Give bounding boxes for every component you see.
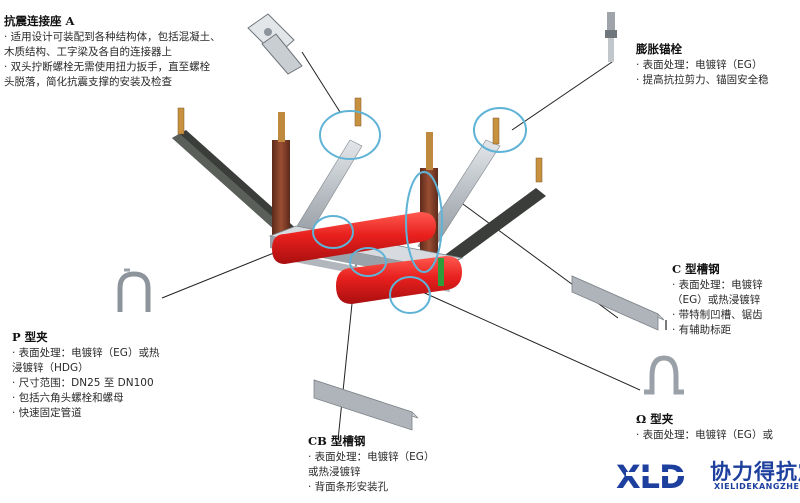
callout-line: 木质结构、工字梁及各自的连接器上 <box>4 46 172 58</box>
callout-line: · 带特制凹槽、锯齿 <box>672 309 763 321</box>
callout-line: · 表面处理：电镀锌（EG） <box>308 451 435 463</box>
callout-cb-channel: CB 型槽钢 · 表面处理：电镀锌（EG） 或热浸镀锌 · 背面条形安装孔 <box>308 434 434 495</box>
brand-logo: 协力得抗震 XIELIDEKANGZHEN <box>614 452 800 500</box>
callout-line: · 包括六角头螺栓和螺母 <box>12 392 124 404</box>
expansion-bolt-part <box>605 12 617 62</box>
callout-line: （EG）或热浸镀锌 <box>672 294 761 306</box>
callout-line: · 适用设计可装配到各种结构体，包括混凝土、 <box>4 31 221 43</box>
callout-line: · 背面条形安装孔 <box>308 481 389 493</box>
callout-line: · 提高抗拉剪力、锚固安全稳 <box>636 74 769 86</box>
callout-line: 或热浸镀锌 <box>308 466 361 478</box>
cb-channel-part <box>313 379 419 431</box>
p-clamp-part <box>117 268 151 312</box>
highlight-circles <box>312 107 527 314</box>
callout-anchor-connector-a: 抗震连接座 A · 适用设计可装配到各种结构体，包括混凝土、 木质结构、工字梁及… <box>4 14 221 90</box>
callout-line: · 有辅助标距 <box>672 324 732 336</box>
hanger-rod-left <box>272 112 290 240</box>
dark-brace-left <box>172 130 300 240</box>
callout-line: · 表面处理：电镀锌 <box>672 279 763 291</box>
brand-name-en: XIELIDEKANGZHEN <box>714 482 800 491</box>
green-pipe-band <box>438 258 444 286</box>
callout-expansion-bolt: 膨胀锚栓 · 表面处理：电镀锌（EG） · 提高抗拉剪力、锚固安全稳 <box>636 42 769 88</box>
callout-line: · 表面处理：电镀锌（EG） <box>636 59 763 71</box>
callout-line: · 双头拧断螺栓无需使用扭力扳手，直至螺栓 <box>4 61 211 73</box>
callout-line: · 表面处理：电镀锌（EG）或热 <box>12 347 160 359</box>
callout-title: P 型夹 <box>12 330 48 344</box>
dark-brace-right <box>438 188 546 268</box>
callout-title: CB 型槽钢 <box>308 434 366 448</box>
callout-line: 浸镀锌（HDG） <box>12 362 89 374</box>
callout-title: 抗震连接座 A <box>4 14 75 28</box>
callout-title: C 型槽钢 <box>672 262 720 276</box>
svg-text:XLD: XLD <box>616 458 685 496</box>
c-channel-part <box>571 275 667 331</box>
callout-line: · 表面处理：电镀锌（EG）或 <box>636 429 773 441</box>
callout-p-clamp: P 型夹 · 表面处理：电镀锌（EG）或热 浸镀锌（HDG） · 尺寸范围：DN… <box>12 330 159 421</box>
red-pipe-upper <box>272 212 436 264</box>
brand-name-cn: 协力得抗震 <box>710 460 800 484</box>
callout-line: · 快速固定管道 <box>12 407 82 419</box>
callout-title: 膨胀锚栓 <box>636 42 682 56</box>
callout-line: 头脱落，简化抗震支撑的安装及检查 <box>4 76 172 88</box>
omega-clamp-part <box>644 355 684 395</box>
callout-title: Ω 型夹 <box>636 412 674 426</box>
xld-logo-mark: XLD <box>616 458 688 496</box>
callout-c-channel: C 型槽钢 · 表面处理：电镀锌 （EG）或热浸镀锌 · 带特制凹槽、锯齿 · … <box>672 262 763 338</box>
anchor-connector-a-part <box>247 13 303 75</box>
callout-line: · 尺寸范围：DN25 至 DN100 <box>12 377 154 389</box>
callout-omega-clamp: Ω 型夹 · 表面处理：电镀锌（EG）或 <box>636 412 773 443</box>
